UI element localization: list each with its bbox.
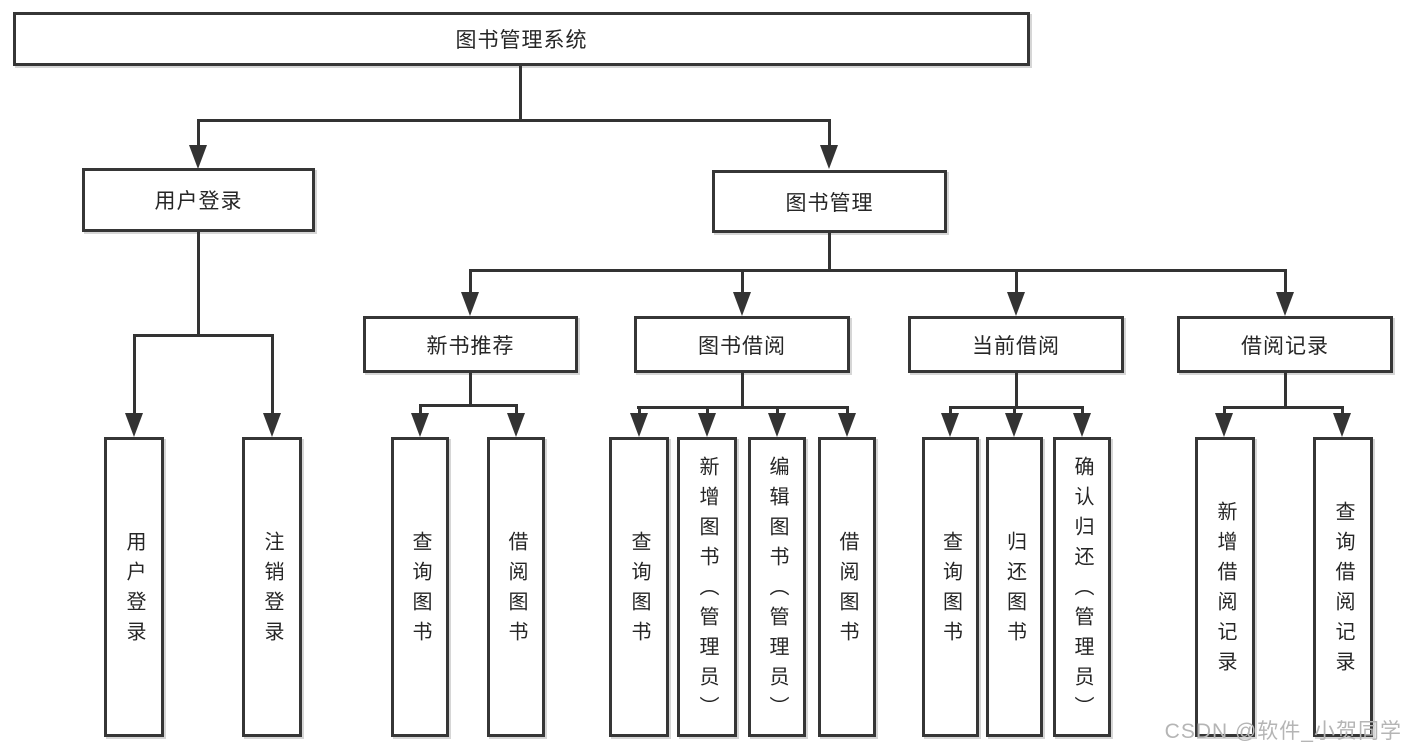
arrow-down-icon [461, 292, 479, 316]
connector-line [519, 66, 522, 121]
connector-line [1013, 406, 1016, 416]
arrow-down-icon [1276, 292, 1294, 316]
connector-line [197, 232, 200, 337]
connector-line [741, 269, 744, 295]
node-book-management: 图书管理 [712, 170, 947, 233]
arrow-down-icon [1005, 413, 1023, 437]
leaf-bb-edit-book: 编辑图书（管理员） [748, 437, 806, 737]
leaf-bb-add-book: 新增图书（管理员） [677, 437, 737, 737]
connector-line [776, 406, 779, 416]
connector-line [638, 406, 641, 416]
arrow-down-icon [768, 413, 786, 437]
node-library-system: 图书管理系统 [13, 12, 1030, 66]
leaf-br-add-record: 新增借阅记录 [1195, 437, 1255, 737]
node-new-book-recommend: 新书推荐 [363, 316, 578, 373]
connector-line [469, 269, 1287, 272]
node-user-login: 用户登录 [82, 168, 315, 232]
arrow-down-icon [838, 413, 856, 437]
arrow-down-icon [1333, 413, 1351, 437]
leaf-cb-query-book: 查询图书 [922, 437, 979, 737]
leaf-nb-borrow-book: 借阅图书 [487, 437, 545, 737]
leaf-nb-query-book: 查询图书 [391, 437, 449, 737]
leaf-user-login: 用户登录 [104, 437, 164, 737]
arrow-down-icon [1073, 413, 1091, 437]
connector-line [1223, 406, 1344, 409]
connector-line [197, 119, 200, 147]
connector-line [1284, 373, 1287, 409]
arrow-down-icon [263, 413, 281, 437]
leaf-cb-confirm-return: 确认归还（管理员） [1053, 437, 1111, 737]
connector-line [949, 406, 1083, 409]
connector-line [515, 404, 518, 416]
leaf-br-query-record: 查询借阅记录 [1313, 437, 1373, 737]
connector-line [419, 404, 422, 416]
connector-line [197, 119, 831, 122]
arrow-down-icon [733, 292, 751, 316]
connector-line [637, 406, 848, 409]
connector-line [1341, 406, 1344, 416]
leaf-bb-query-book: 查询图书 [609, 437, 669, 737]
arrow-down-icon [698, 413, 716, 437]
connector-line [1015, 269, 1018, 295]
connector-line [846, 406, 849, 416]
arrow-down-icon [411, 413, 429, 437]
connector-line [469, 373, 472, 407]
connector-line [1015, 373, 1018, 409]
connector-line [1081, 406, 1084, 416]
connector-line [469, 269, 472, 295]
leaf-cb-return-book: 归还图书 [986, 437, 1043, 737]
arrow-down-icon [630, 413, 648, 437]
leaf-logout: 注销登录 [242, 437, 302, 737]
leaf-bb-borrow-book: 借阅图书 [818, 437, 876, 737]
connector-line [419, 404, 518, 407]
connector-line [133, 334, 274, 337]
arrow-down-icon [125, 413, 143, 437]
connector-line [949, 406, 952, 416]
connector-line [1284, 269, 1287, 295]
csdn-watermark: CSDN @软件_小贺同学 [1164, 720, 1402, 743]
node-borrow-record: 借阅记录 [1177, 316, 1393, 373]
arrow-down-icon [1007, 292, 1025, 316]
node-book-borrow: 图书借阅 [634, 316, 850, 373]
connector-line [828, 119, 831, 147]
connector-line [133, 334, 136, 415]
connector-line [271, 334, 274, 415]
arrow-down-icon [820, 145, 838, 169]
connector-line [706, 406, 709, 416]
connector-line [741, 373, 744, 409]
connector-line [1223, 406, 1226, 416]
arrow-down-icon [189, 145, 207, 169]
connector-line [828, 233, 831, 272]
arrow-down-icon [1215, 413, 1233, 437]
node-current-borrow: 当前借阅 [908, 316, 1124, 373]
arrow-down-icon [941, 413, 959, 437]
arrow-down-icon [507, 413, 525, 437]
